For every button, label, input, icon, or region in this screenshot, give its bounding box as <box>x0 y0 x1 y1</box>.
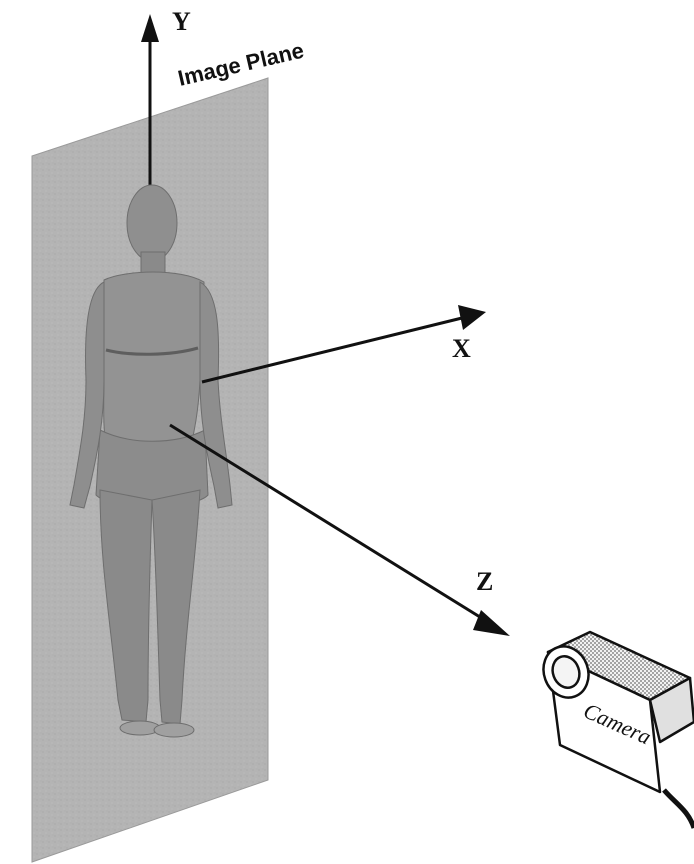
figure-head <box>127 185 177 261</box>
y-axis-label: Y <box>172 7 191 36</box>
z-axis-arrowhead <box>473 610 510 636</box>
x-axis-arrowhead <box>458 305 486 330</box>
figure-torso <box>104 272 204 460</box>
camera-cable <box>664 790 694 828</box>
image-plane-label: Image Plane <box>176 38 307 91</box>
x-axis-label: X <box>452 334 471 363</box>
y-axis-arrowhead <box>141 14 159 42</box>
z-axis-label: Z <box>476 567 493 596</box>
